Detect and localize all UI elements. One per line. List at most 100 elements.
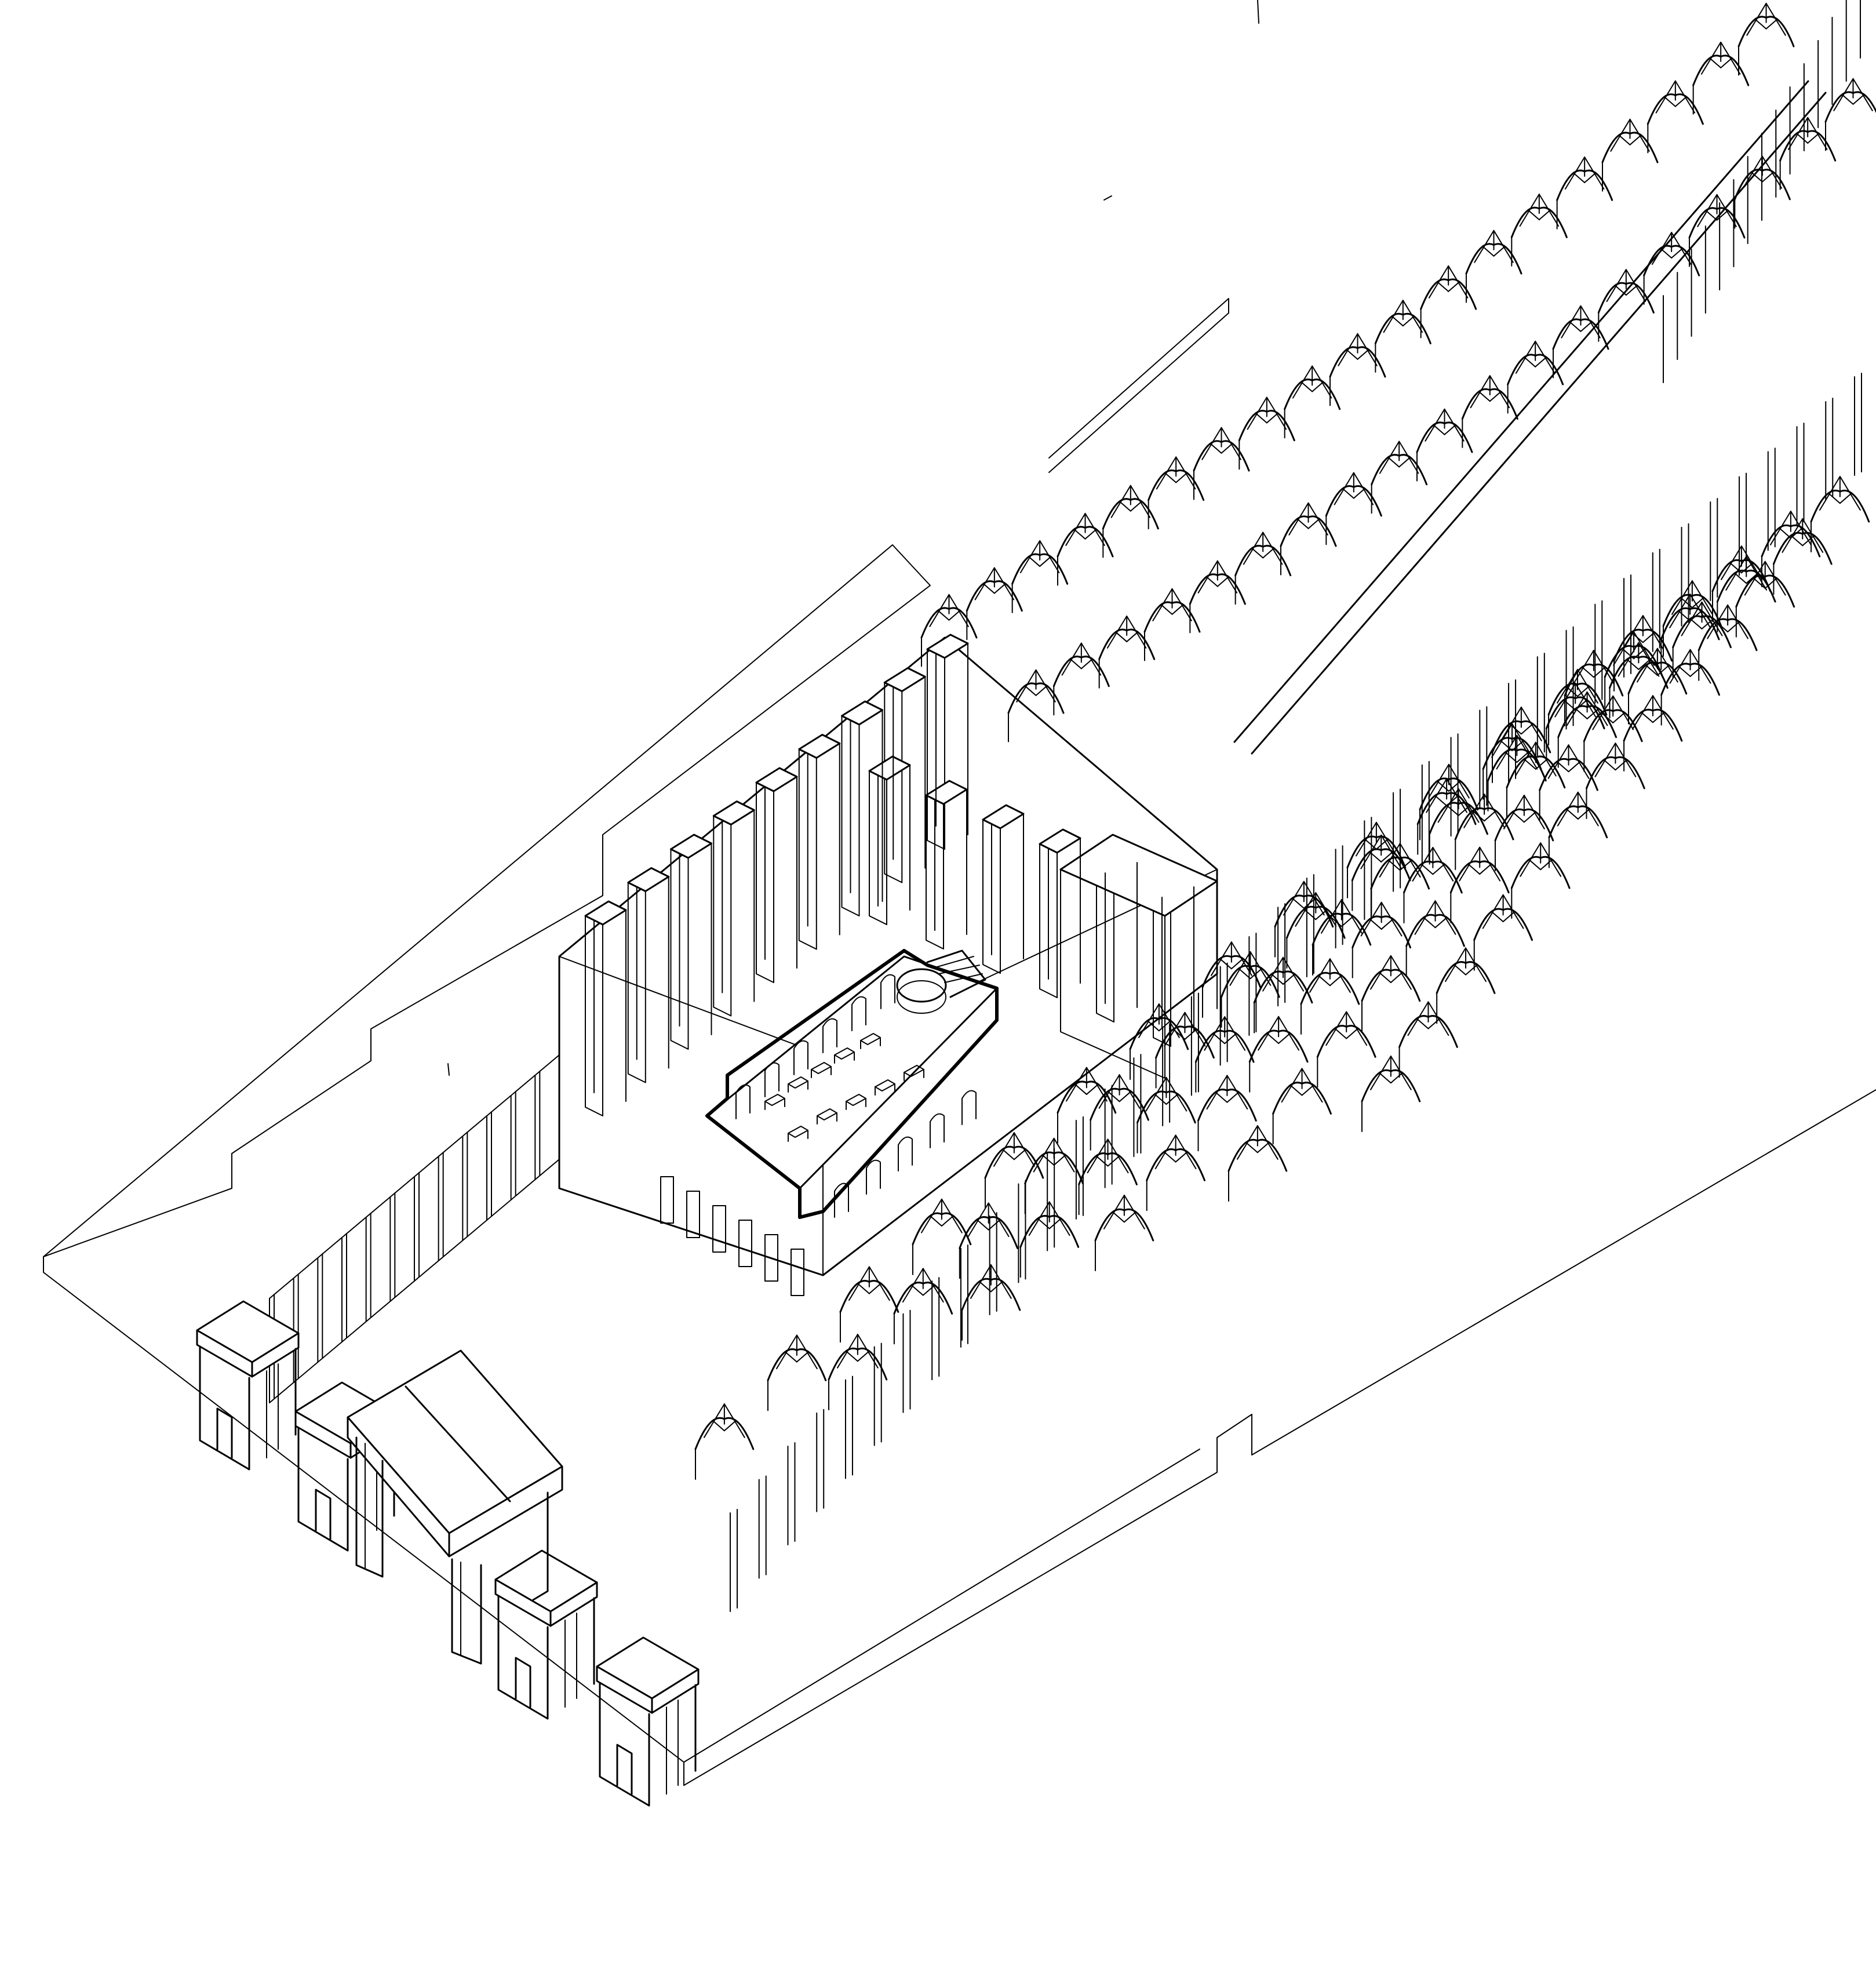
truss-brace bbox=[1212, 1032, 1226, 1045]
truss-brace bbox=[1165, 1093, 1179, 1105]
truss-brace bbox=[1271, 973, 1284, 985]
tower-face bbox=[627, 882, 646, 1083]
truss-brace bbox=[1107, 1090, 1120, 1103]
truss-brace bbox=[1446, 805, 1459, 816]
truss-brace bbox=[1467, 863, 1481, 875]
roof-upper-wing bbox=[920, 2, 1876, 755]
truss-brace bbox=[1746, 572, 1759, 584]
truss-brace bbox=[1790, 534, 1804, 547]
hall-arch bbox=[735, 1084, 751, 1119]
truss-brace bbox=[1080, 658, 1093, 670]
truss-brace bbox=[1638, 658, 1651, 670]
truss-arch bbox=[1824, 91, 1876, 123]
tower-face bbox=[926, 795, 944, 949]
truss-brace bbox=[1416, 1018, 1429, 1029]
truss-brace bbox=[1472, 810, 1485, 822]
truss-brace bbox=[1380, 918, 1394, 930]
truss-brace bbox=[1364, 838, 1377, 850]
tower-face bbox=[869, 770, 887, 925]
truss-brace bbox=[1458, 805, 1471, 816]
truss-brace bbox=[1123, 1211, 1136, 1223]
pavilion-door bbox=[616, 1744, 633, 1795]
truss-brace bbox=[1210, 443, 1222, 454]
pavilion-cornice bbox=[549, 1581, 598, 1627]
truss-brace bbox=[1527, 209, 1540, 221]
truss-brace bbox=[1615, 759, 1628, 771]
truss-brace bbox=[941, 1215, 954, 1227]
truss-brace bbox=[1095, 1155, 1109, 1167]
truss-brace bbox=[1569, 321, 1582, 332]
truss-brace bbox=[1674, 96, 1687, 107]
truss-brace bbox=[1523, 758, 1536, 770]
truss-brace bbox=[1645, 664, 1658, 676]
truss-brace bbox=[1581, 666, 1594, 678]
truss-brace bbox=[1154, 1093, 1167, 1105]
truss-brace bbox=[1312, 381, 1324, 392]
truss-brace bbox=[1432, 863, 1445, 875]
truss-brace bbox=[1387, 457, 1400, 468]
hall-arch bbox=[961, 1090, 977, 1125]
truss-brace bbox=[1048, 1218, 1062, 1229]
truss-brace bbox=[1629, 134, 1642, 145]
truss-brace bbox=[1074, 1083, 1087, 1095]
truss-brace bbox=[1618, 134, 1631, 145]
truss-brace bbox=[1216, 576, 1229, 587]
truss-brace bbox=[1568, 761, 1581, 773]
truss-brace bbox=[1612, 712, 1626, 723]
truss-brace bbox=[1802, 534, 1815, 547]
truss-brace bbox=[1701, 618, 1714, 630]
truss-brace bbox=[1262, 547, 1275, 559]
truss-brace bbox=[1160, 604, 1173, 615]
truss-brace bbox=[1663, 96, 1676, 107]
truss-brace bbox=[1423, 916, 1436, 929]
truss-brace bbox=[1420, 863, 1434, 875]
truss-brace bbox=[1437, 281, 1449, 292]
tower-face bbox=[585, 915, 603, 1116]
truss-brace bbox=[1641, 711, 1653, 723]
truss-brace bbox=[1577, 808, 1590, 820]
truss-brace bbox=[1764, 577, 1777, 589]
pier bbox=[791, 1249, 804, 1296]
truss-brace bbox=[988, 1219, 1001, 1231]
hall-arch bbox=[851, 996, 866, 1031]
truss-brace bbox=[1041, 1154, 1055, 1166]
truss-brace bbox=[1754, 19, 1767, 30]
truss-brace bbox=[1484, 810, 1497, 822]
truss-brace bbox=[910, 1285, 924, 1296]
truss-brace bbox=[1491, 911, 1504, 922]
truss-brace bbox=[868, 1283, 881, 1294]
truss-brace bbox=[1146, 1020, 1160, 1032]
truss-brace bbox=[1433, 424, 1445, 435]
central-building-core bbox=[558, 634, 1218, 1296]
truss-brace bbox=[1291, 897, 1305, 909]
truss-brace bbox=[796, 1351, 809, 1363]
truss-brace bbox=[1158, 1020, 1171, 1032]
truss-brace bbox=[1489, 391, 1502, 402]
truss-brace bbox=[1765, 19, 1778, 30]
truss-brace bbox=[1266, 1032, 1280, 1044]
truss-brace bbox=[1112, 1211, 1125, 1223]
truss-brace bbox=[1399, 859, 1412, 871]
truss-brace bbox=[1796, 133, 1809, 144]
truss-brace bbox=[1753, 577, 1766, 589]
truss-brace bbox=[1705, 210, 1718, 221]
truss-brace bbox=[1727, 621, 1740, 632]
truss-brace bbox=[1479, 863, 1492, 875]
truss-brace bbox=[1689, 618, 1703, 630]
pier bbox=[686, 1191, 700, 1238]
truss-brace bbox=[1226, 1091, 1240, 1103]
tower-face bbox=[1153, 892, 1171, 1047]
truss-brace bbox=[1301, 1085, 1314, 1096]
truss-brace bbox=[1841, 94, 1854, 105]
east-block-face bbox=[1060, 869, 1165, 1079]
tower-face bbox=[798, 748, 817, 950]
truss-brace bbox=[948, 610, 961, 621]
truss-brace bbox=[1716, 210, 1729, 221]
pavilion-front bbox=[297, 1427, 349, 1552]
truss-brace bbox=[1565, 808, 1579, 820]
truss-brace bbox=[1656, 664, 1670, 676]
truss-brace bbox=[1315, 908, 1328, 920]
pavilion-door bbox=[315, 1489, 332, 1540]
truss-brace bbox=[1340, 915, 1354, 927]
hall-arch bbox=[930, 1113, 945, 1148]
